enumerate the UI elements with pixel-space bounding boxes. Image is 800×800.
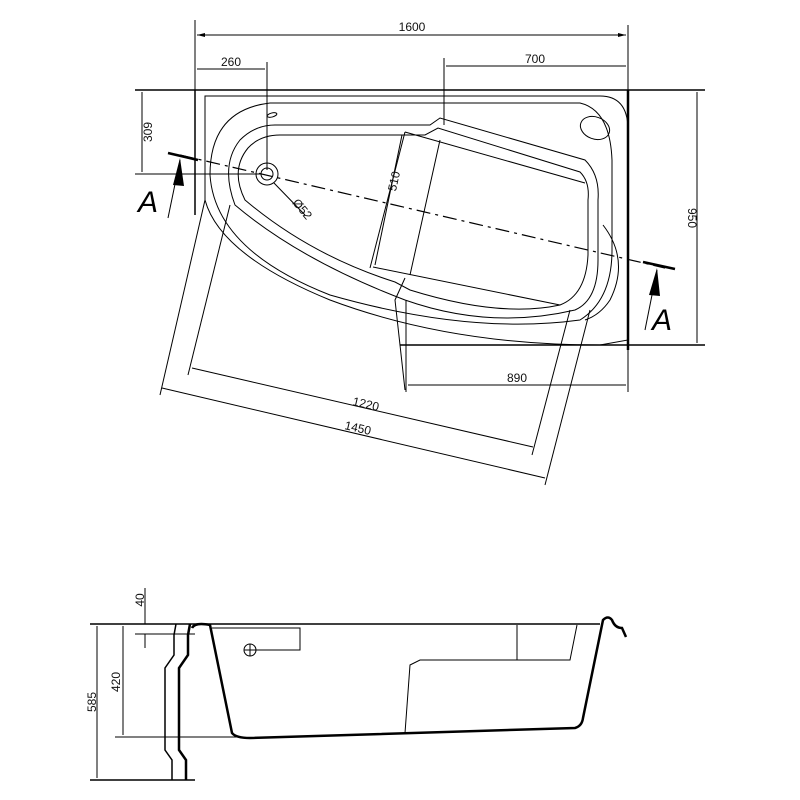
dim-420: 420 (109, 672, 123, 692)
section-mark-a-left: A (136, 186, 158, 219)
dim-drain: Ø52 (290, 196, 316, 223)
dim-950: 950 (685, 208, 699, 228)
section-mark-a-right: A (650, 304, 672, 337)
dim-260: 260 (221, 55, 241, 69)
dim-309: 309 (141, 122, 155, 142)
dim-1450: 1450 (343, 418, 372, 438)
dim-890: 890 (507, 371, 527, 385)
top-view: 1600 260 700 309 950 Ø52 (135, 20, 705, 486)
dim-1600: 1600 (399, 20, 426, 34)
dim-40: 40 (133, 593, 147, 607)
dim-510: 510 (385, 170, 403, 193)
dim-1220: 1220 (351, 394, 380, 414)
dim-585: 585 (85, 692, 99, 712)
side-view: 585 420 40 (85, 588, 628, 781)
dim-700: 700 (525, 52, 545, 66)
